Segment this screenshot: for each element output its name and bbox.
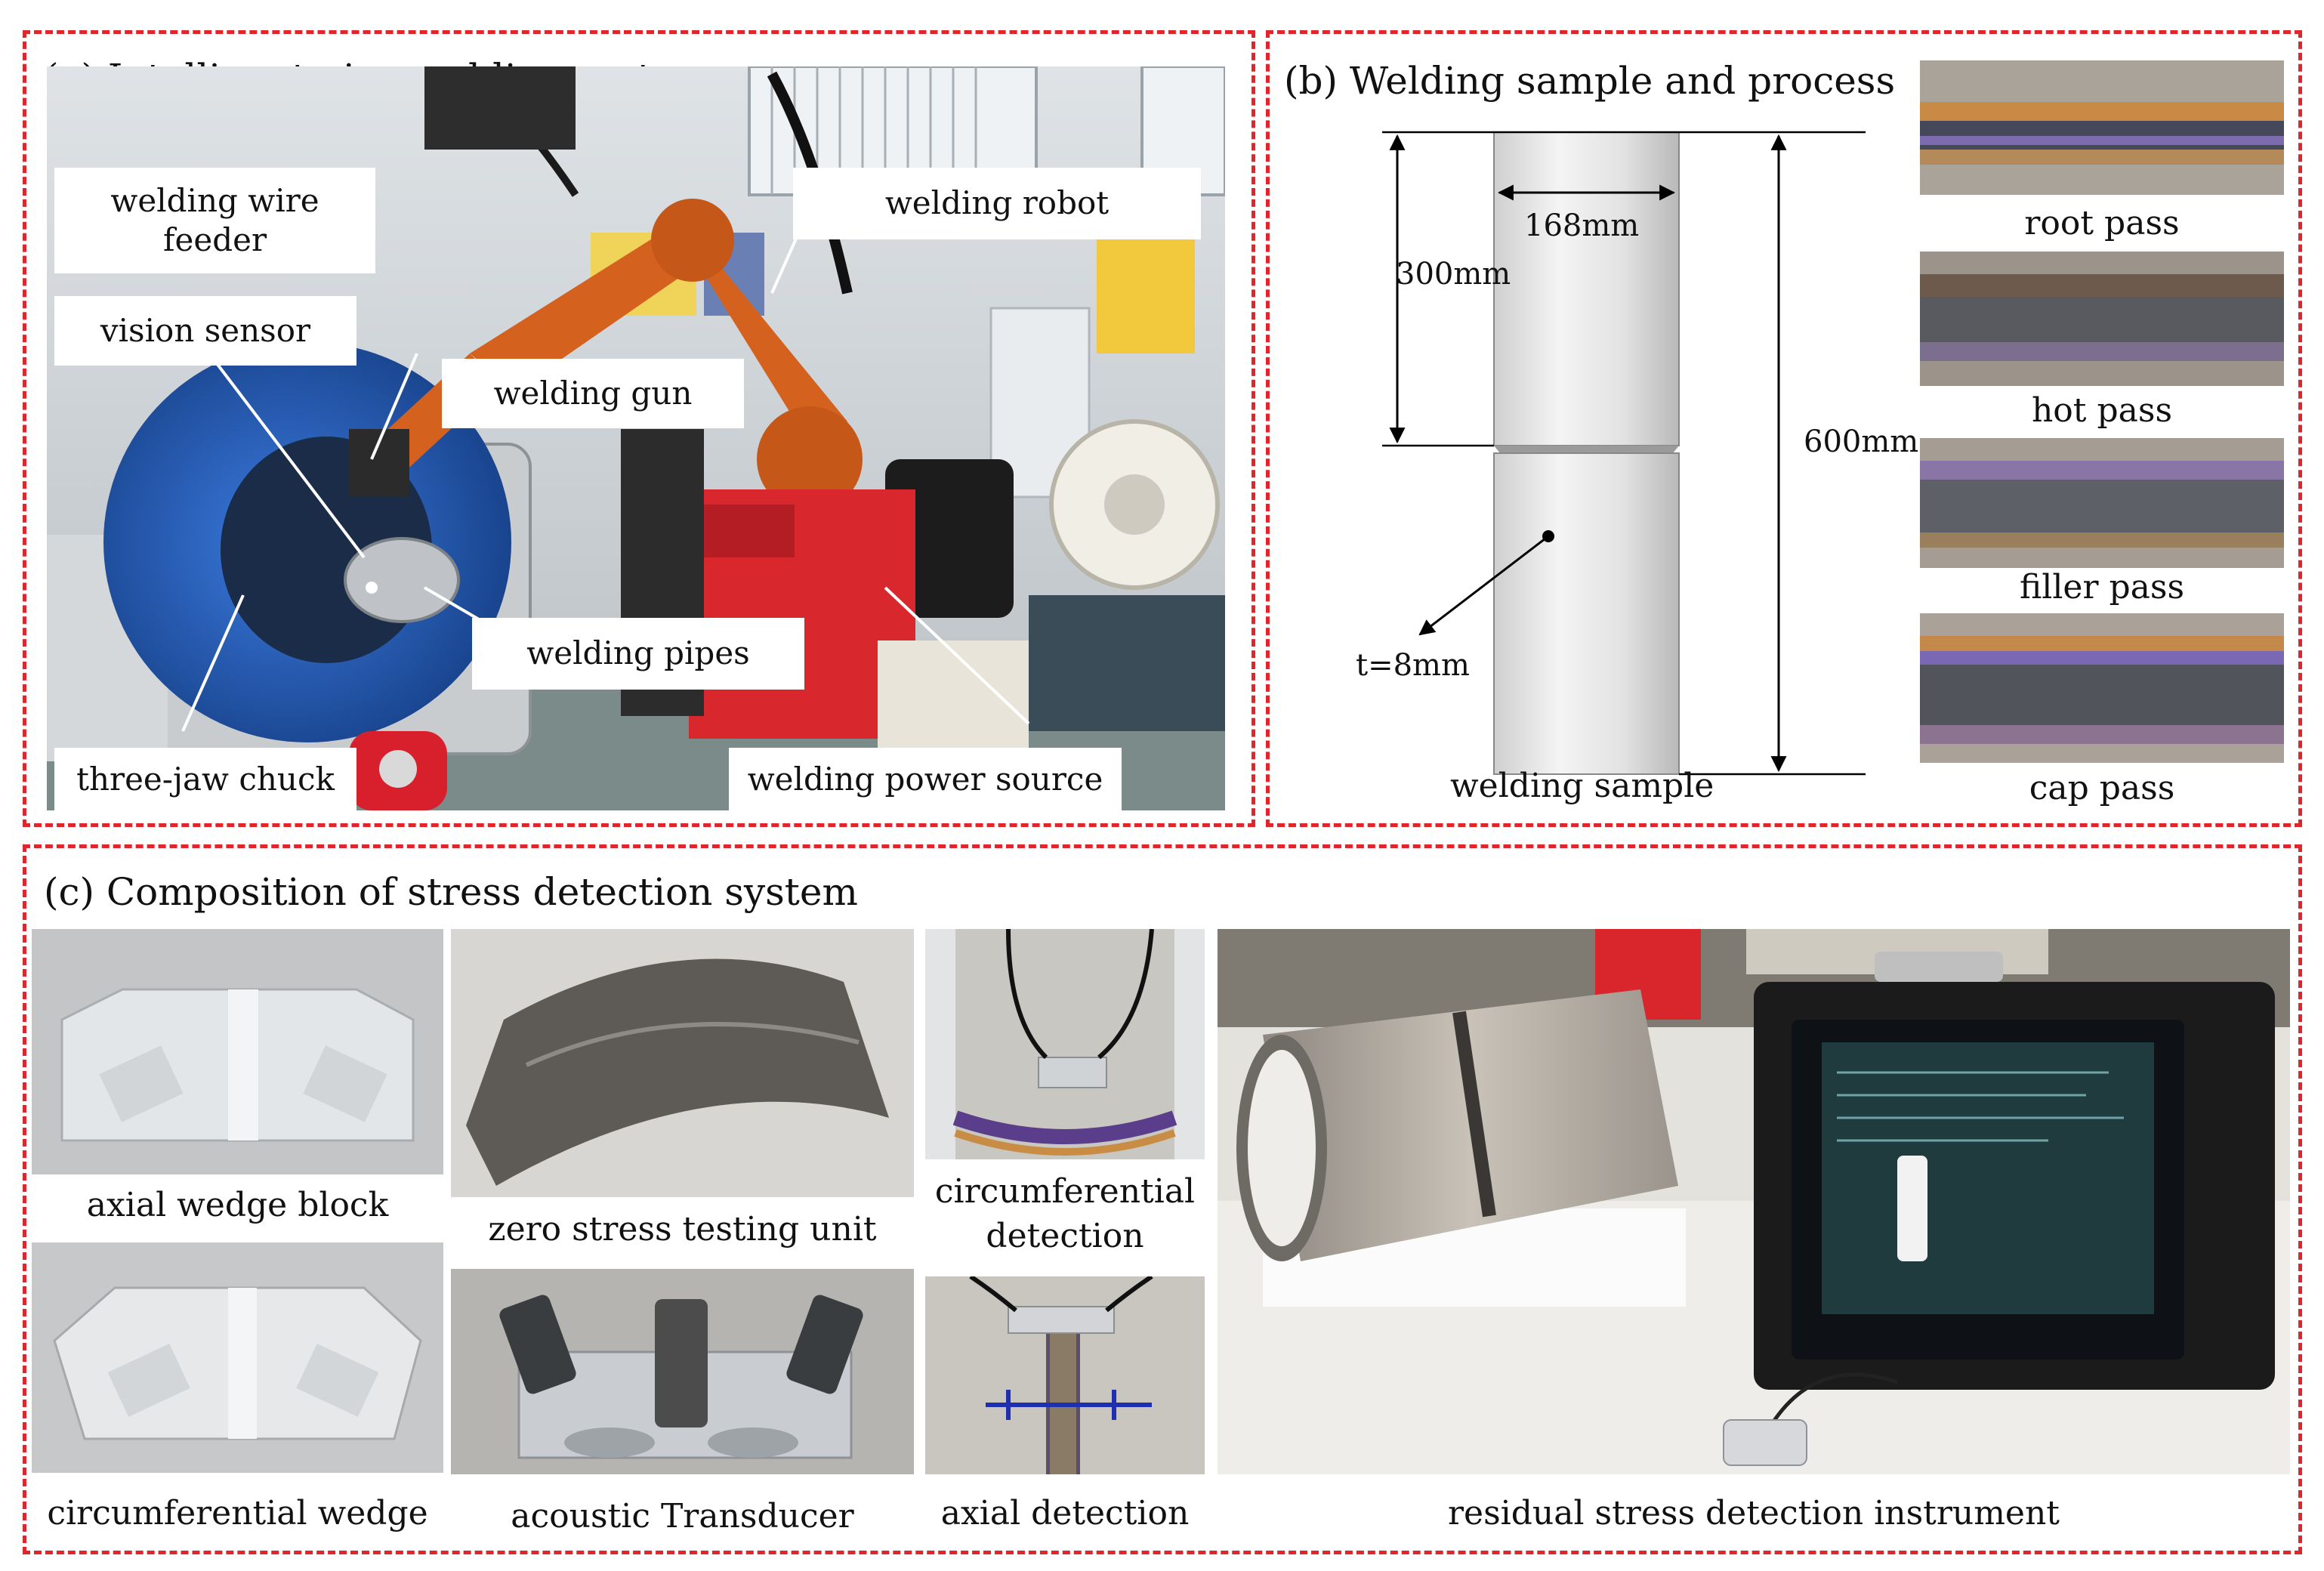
caption-filler-pass: filler pass bbox=[2019, 568, 2185, 606]
dim-diameter: 168mm bbox=[1524, 208, 1640, 243]
label-welding-power-source: welding power source bbox=[729, 748, 1122, 812]
label-vision-sensor: vision sensor bbox=[54, 296, 356, 366]
panel-b-frame bbox=[1266, 30, 2302, 827]
caption-zero-stress-testing-unit: zero stress testing unit bbox=[488, 1210, 877, 1248]
axial-wedge-block-photo bbox=[32, 929, 443, 1174]
caption-axial-wedge-block: axial wedge block bbox=[86, 1186, 389, 1224]
caption-circumferential-wedge: circumferential wedge bbox=[47, 1494, 428, 1532]
label-welding-pipes: welding pipes bbox=[472, 618, 804, 690]
acoustic-transducer-photo bbox=[451, 1269, 914, 1474]
dim-half-length: 300mm bbox=[1396, 257, 1511, 292]
panel-c-frame bbox=[23, 844, 2302, 1554]
cap-pass-photo bbox=[1920, 613, 2284, 763]
panel-a-frame bbox=[23, 30, 1255, 827]
caption-circumferential-detection-text: circumferential detection bbox=[934, 1172, 1196, 1256]
hot-pass-photo bbox=[1920, 252, 2284, 386]
caption-hot-pass: hot pass bbox=[2031, 391, 2173, 430]
filler-pass-photo bbox=[1920, 438, 2284, 568]
caption-root-pass: root pass bbox=[2024, 204, 2180, 242]
label-three-jaw-chuck: three-jaw chuck bbox=[54, 748, 356, 812]
panel-b-title: (b) Welding sample and process bbox=[1276, 57, 1903, 104]
panel-c-title: (c) Composition of stress detection syst… bbox=[36, 869, 866, 915]
caption-residual-stress-instrument: residual stress detection instrument bbox=[1448, 1494, 2060, 1532]
circumferential-detection-photo bbox=[925, 929, 1205, 1159]
caption-cap-pass: cap pass bbox=[2029, 769, 2175, 807]
dim-thickness: t=8mm bbox=[1356, 648, 1470, 683]
label-welding-gun: welding gun bbox=[442, 359, 744, 428]
welding-sample-drawing bbox=[1337, 121, 1956, 786]
caption-welding-sample: welding sample bbox=[1450, 767, 1714, 805]
caption-circumferential-detection: circumferential detection bbox=[925, 1169, 1205, 1259]
axial-detection-photo bbox=[925, 1276, 1205, 1474]
caption-acoustic-transducer: acoustic Transducer bbox=[511, 1497, 854, 1536]
residual-stress-instrument-photo bbox=[1218, 929, 2290, 1474]
circumferential-wedge-photo bbox=[32, 1242, 443, 1473]
dim-total-length: 600mm bbox=[1804, 424, 1919, 459]
label-welding-robot: welding robot bbox=[793, 168, 1201, 239]
caption-axial-detection: axial detection bbox=[940, 1494, 1190, 1532]
zero-stress-testing-unit-photo bbox=[451, 929, 914, 1197]
label-welding-wire-feeder: welding wire feeder bbox=[54, 168, 375, 273]
root-pass-photo bbox=[1920, 60, 2284, 195]
